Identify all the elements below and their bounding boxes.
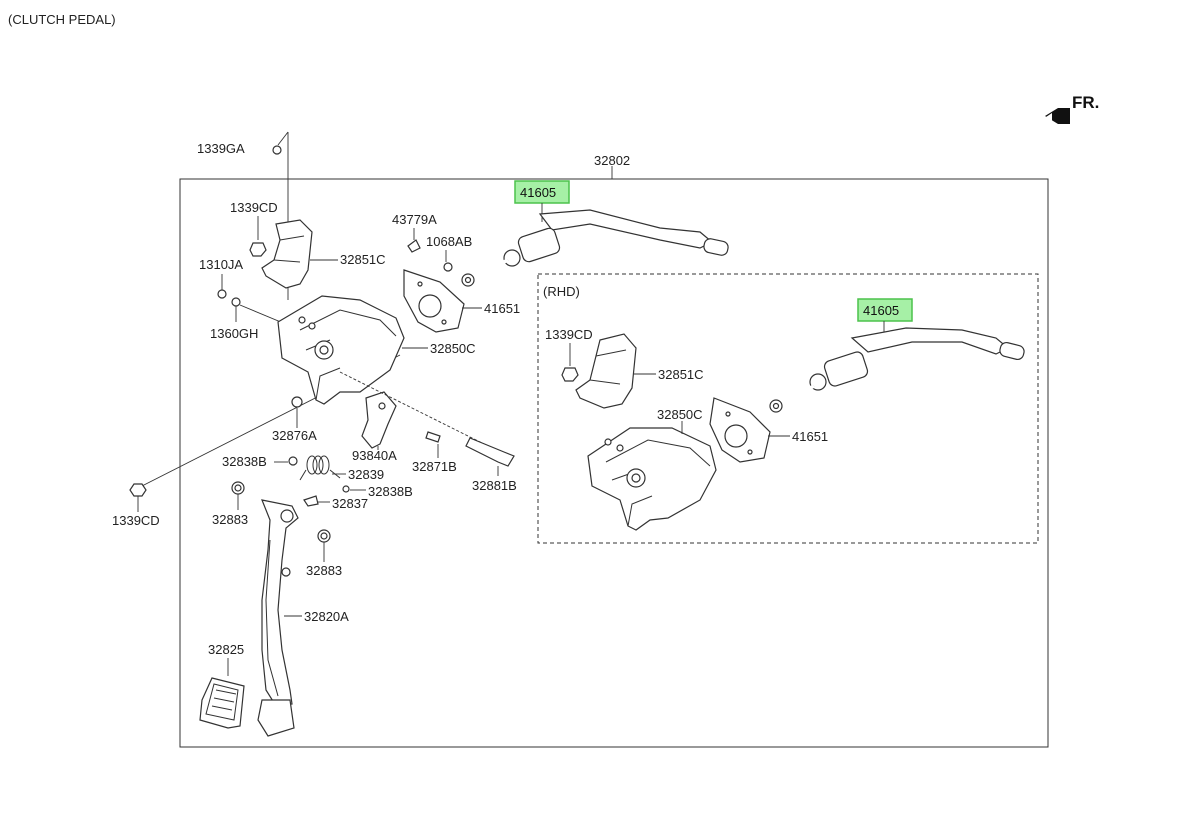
label-32871B: 32871B [412,459,457,474]
nut-1339CD-a [249,242,267,257]
stopper-32876A [291,396,303,408]
bushing-32838B-a [288,456,298,466]
label-32876A: 32876A [272,428,317,443]
label-32850C-b: 32850C [657,407,703,422]
master-cylinder-41605-a [461,209,729,287]
label-32881B: 32881B [472,478,517,493]
rhd-variant-box [537,273,1039,544]
pedal-bracket-32850C-b [587,427,717,531]
label-32838B-a: 32838B [222,454,267,469]
label-43779A: 43779A [392,212,437,227]
pivot-bolt-32881B [465,437,515,467]
label-32883-a: 32883 [212,512,248,527]
nut-1339CD-b [129,483,147,497]
label-32820A: 32820A [304,609,349,624]
label-1068AB: 1068AB [426,234,472,249]
nut-1339CD-c [561,367,579,382]
label-32851C-a: 32851C [340,252,386,267]
front-arrow-icon [1045,108,1070,124]
clip-43779A [407,239,421,253]
label-32837: 32837 [332,496,368,511]
front-label: FR. [1072,93,1099,112]
bracket-32851C-b [575,333,637,409]
assembly-frame [179,178,1049,748]
bracket-32851C-a [261,219,313,289]
rhd-label: (RHD) [543,284,580,299]
bushing-32838B-b [342,485,350,493]
washer-1068AB [443,262,453,272]
label-32851C-b: 32851C [658,367,704,382]
label-41651-b: 41651 [792,429,828,444]
label-1339CD-b: 1339CD [112,513,160,528]
label-93840A: 93840A [352,448,397,463]
pedal-bracket-32850C-a [277,295,405,405]
label-32838B-b: 32838B [368,484,413,499]
label-41605-a[interactable]: 41605 [520,185,556,200]
label-32839: 32839 [348,467,384,482]
label-1339CD-c: 1339CD [545,327,593,342]
clip-32837 [303,495,319,507]
label-1339GA: 1339GA [197,141,245,156]
highlight-41605-b [857,298,913,322]
master-cylinder-41605-b [769,327,1025,413]
pedal-arm-32820A [257,499,299,737]
washer-1360GH [231,297,241,307]
nut-1310JA [217,289,227,299]
bolt-32871B [425,431,441,443]
front-direction-indicator: FR. [1045,93,1099,124]
diagram-title: (CLUTCH PEDAL) [8,12,116,27]
label-32850C-a: 32850C [430,341,476,356]
switch-93840A [361,391,397,449]
label-1310JA: 1310JA [199,257,243,272]
label-32802: 32802 [594,153,630,168]
label-41651-a: 41651 [484,301,520,316]
label-32825: 32825 [208,642,244,657]
pedal-pad-32825 [199,677,245,729]
label-1339CD-a: 1339CD [230,200,278,215]
label-1360GH: 1360GH [210,326,258,341]
label-32883-b: 32883 [306,563,342,578]
spring-32839 [299,455,341,481]
nut-1339GA [272,145,282,155]
label-41605-b[interactable]: 41605 [863,303,899,318]
